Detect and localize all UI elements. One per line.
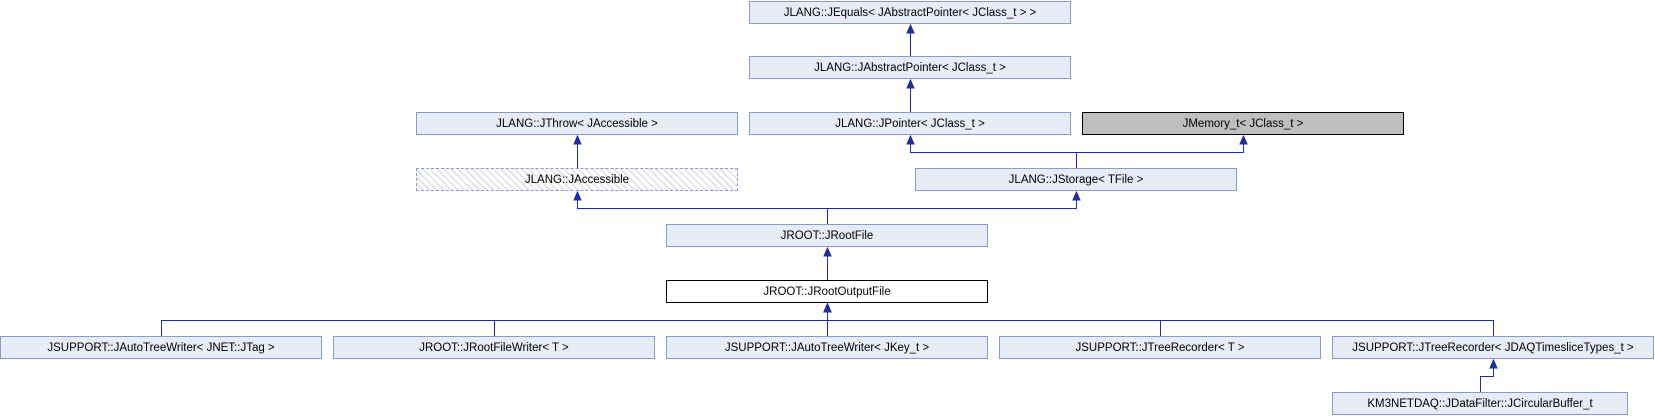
inheritance-edge-jstorage-to-jmemory (1076, 143, 1244, 168)
class-node-jrootoutputfile: JROOT::JRootOutputFile (666, 280, 988, 303)
class-node-jtreerecorder-t[interactable]: JSUPPORT::JTreeRecorder< T > (999, 336, 1321, 359)
inheritance-arrowhead-jaccessible-to-jthrow (573, 134, 582, 145)
inheritance-edge-jrootfile-to-jaccessible (577, 199, 828, 224)
inheritance-arrowhead-jrootfile-to-jstorage (1072, 190, 1081, 201)
inheritance-arrowhead-jpointer-to-jabstractpointer (906, 78, 915, 89)
class-node-jautotreewriter-jtag[interactable]: JSUPPORT::JAutoTreeWriter< JNET::JTag > (0, 336, 322, 359)
class-node-jmemory: JMemory_t< JClass_t > (1082, 112, 1404, 135)
class-node-jpointer[interactable]: JLANG::JPointer< JClass_t > (749, 112, 1071, 135)
inheritance-edge-jrootfilewriter-to-jrootoutputfile (494, 311, 828, 336)
class-node-jstorage[interactable]: JLANG::JStorage< TFile > (915, 168, 1237, 191)
class-node-jtreerecorder-jdaq[interactable]: JSUPPORT::JTreeRecorder< JDAQTimesliceTy… (1332, 336, 1654, 359)
inheritance-edge-jrootfile-to-jstorage (827, 199, 1077, 224)
inheritance-arrowhead-jstorage-to-jmemory (1239, 134, 1248, 145)
class-node-jcircularbuffer[interactable]: KM3NETDAQ::JDataFilter::JCircularBuffer_… (1332, 392, 1628, 415)
class-node-jequals[interactable]: JLANG::JEquals< JAbstractPointer< JClass… (749, 1, 1071, 24)
inheritance-edge-jtreerecorder_jdaq-to-jrootoutputfile (827, 311, 1494, 336)
inheritance-arrowhead-jtreerecorder_jdaq-to-jrootoutputfile (823, 302, 832, 313)
class-node-jrootfilewriter[interactable]: JROOT::JRootFileWriter< T > (333, 336, 655, 359)
inheritance-edge-jtreerecorder_t-to-jrootoutputfile (827, 311, 1161, 336)
inheritance-arrowhead-jabstractpointer-to-jequals (906, 23, 915, 34)
class-node-jthrow[interactable]: JLANG::JThrow< JAccessible > (416, 112, 738, 135)
inheritance-edge-jstorage-to-jpointer (910, 143, 1077, 168)
inheritance-arrowhead-jcircularbuffer-to-jtreerecorder_jdaq (1489, 358, 1498, 369)
class-node-jabstractpointer[interactable]: JLANG::JAbstractPointer< JClass_t > (749, 56, 1071, 79)
inheritance-arrowhead-jstorage-to-jpointer (906, 134, 915, 145)
class-node-jautotreewriter-jkey[interactable]: JSUPPORT::JAutoTreeWriter< JKey_t > (666, 336, 988, 359)
class-node-jaccessible[interactable]: JLANG::JAccessible (416, 168, 738, 191)
inheritance-edge-jcircularbuffer-to-jtreerecorder_jdaq (1480, 367, 1494, 392)
class-node-jrootfile[interactable]: JROOT::JRootFile (666, 224, 988, 247)
inheritance-arrowhead-jrootfile-to-jaccessible (573, 190, 582, 201)
inheritance-arrowhead-jrootoutputfile-to-jrootfile (823, 246, 832, 257)
